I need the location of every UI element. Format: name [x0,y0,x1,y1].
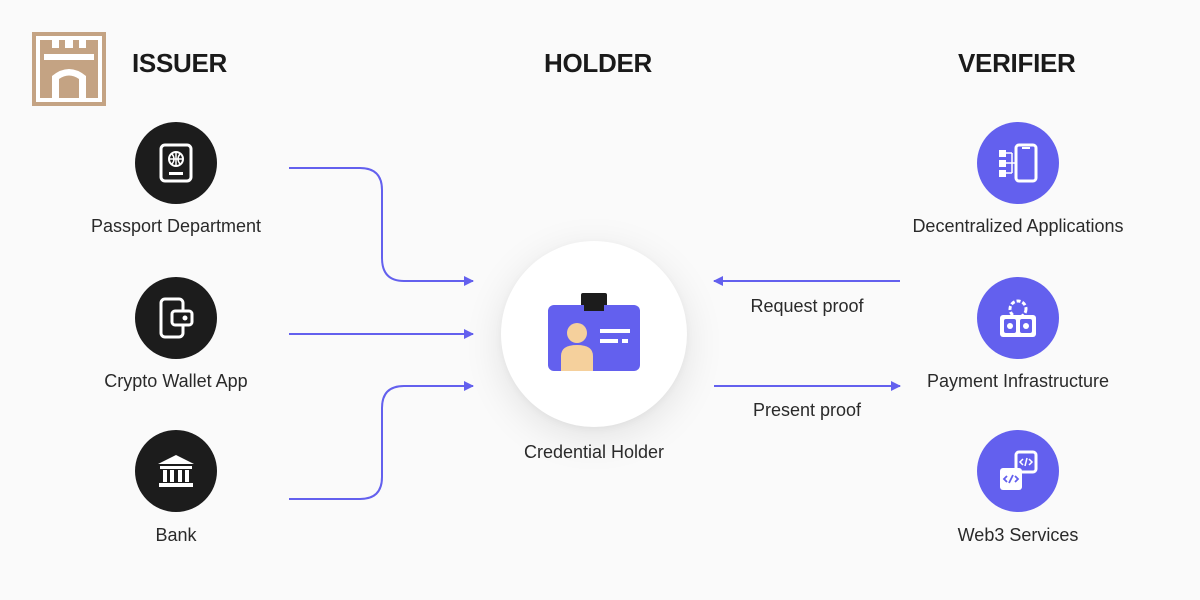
dapp-icon [999,143,1038,183]
castle-logo [32,32,106,106]
arrow-bank-to-holder [289,381,474,500]
verifier-title: VERIFIER [958,48,1076,78]
crypto-wallet-app-label: Crypto Wallet App [104,371,248,391]
wallet-app-icon [159,297,194,339]
present-proof-label: Present proof [752,400,862,420]
request-proof-label: Request proof [750,296,864,316]
credential-holder-node [501,241,687,427]
decentralized-applications-node [977,122,1059,204]
issuer-title: ISSUER [132,48,228,78]
passport-icon [159,143,193,183]
crypto-wallet-app-node [135,277,217,359]
arrow-passport-to-holder [289,167,474,286]
payment-infrastructure-label: Payment Infrastructure [926,371,1110,391]
web3-services-node [977,430,1059,512]
decentralized-applications-label: Decentralized Applications [912,216,1124,236]
id-badge-icon [548,293,640,371]
bank-label: Bank [155,525,197,545]
payment-infrastructure-node [977,277,1059,359]
holder-title: HOLDER [544,48,652,78]
bank-node [135,430,217,512]
payment-infrastructure-icon [1000,299,1036,337]
bank-icon [158,455,194,487]
credential-holder-label: Credential Holder [523,442,665,462]
web3-services-icon [1000,450,1038,490]
passport-department-node [135,122,217,204]
web3-services-label: Web3 Services [957,525,1079,545]
passport-department-label: Passport Department [90,216,262,236]
